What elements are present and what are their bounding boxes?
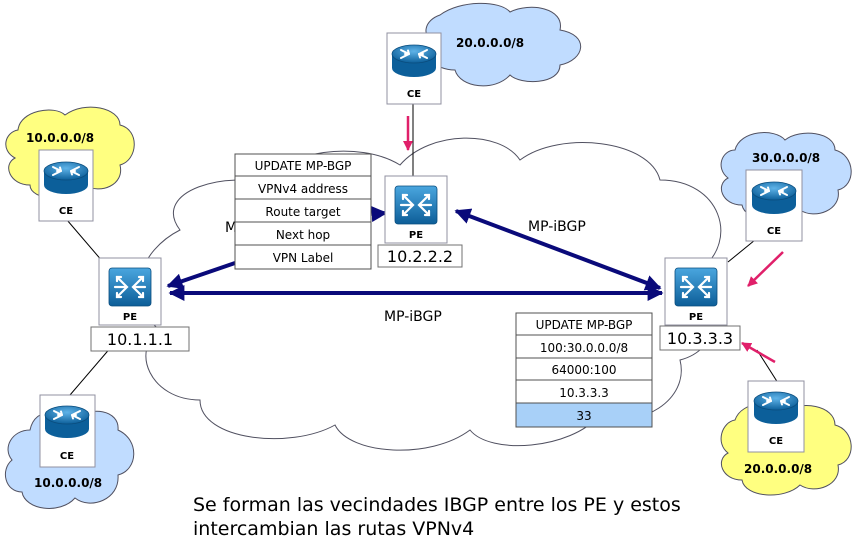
- update-right-row: UPDATE MP-BGP: [536, 318, 633, 332]
- update-left-row: VPNv4 address: [258, 182, 348, 196]
- pe-switch-left: PE 10.1.1.1: [90, 257, 190, 352]
- switch-icon: [393, 184, 439, 226]
- update-left-row: Next hop: [276, 228, 330, 242]
- ce-left-top-network: 10.0.0.0/8: [26, 131, 94, 145]
- route-advert-arrow-right-top: [747, 251, 784, 287]
- ce-top-label: CE: [407, 89, 421, 100]
- pe-left-label: PE: [123, 312, 137, 323]
- route-advert-arrow-right-bottom: [741, 341, 776, 364]
- pe-switch-right: PE 10.3.3.3: [659, 257, 741, 351]
- switch-icon: [673, 266, 719, 308]
- router-icon: [43, 161, 89, 195]
- update-right-row: 100:30.0.0.0/8: [540, 341, 628, 355]
- pe-right-label: PE: [689, 312, 703, 323]
- update-right-row: 33: [576, 409, 591, 423]
- ce-left-bottom-network: 10.0.0.0/8: [34, 476, 102, 490]
- access-link-left-bottom: [69, 345, 113, 396]
- update-left-row: Route target: [265, 205, 340, 219]
- update-table-right: UPDATE MP-BGP 100:30.0.0.0/8 64000:100 1…: [515, 312, 653, 428]
- router-icon: [751, 181, 797, 215]
- ce-right-bottom-label: CE: [769, 436, 783, 447]
- mp-ibgp-label-right: MP-iBGP: [528, 219, 586, 235]
- update-left-row: VPN Label: [273, 251, 334, 265]
- router-icon: [44, 405, 90, 439]
- switch-icon: [107, 266, 153, 308]
- ce-router-left-bottom: CE: [39, 394, 96, 468]
- pe-right-address: 10.3.3.3: [667, 329, 733, 348]
- caption-line: intercambian las rutas VPNv4: [193, 518, 475, 540]
- pe-left-address: 10.1.1.1: [107, 330, 173, 349]
- ce-right-top-network: 30.0.0.0/8: [752, 151, 820, 165]
- update-left-row: UPDATE MP-BGP: [255, 159, 352, 173]
- access-link-right-bottom: [756, 349, 779, 384]
- caption-line: Se forman las vecindades IBGP entre los …: [193, 494, 681, 516]
- ce-router-right-bottom: CE: [747, 380, 805, 453]
- pe-switch-middle: PE 10.2.2.2: [377, 175, 463, 268]
- ce-router-right-top: CE: [745, 169, 803, 242]
- caption: Se forman las vecindades IBGP entre los …: [193, 493, 813, 541]
- update-right-row: 64000:100: [551, 363, 616, 377]
- router-icon: [753, 391, 799, 425]
- mp-ibgp-link-left-middle: [166, 261, 236, 289]
- ce-left-bottom-label: CE: [60, 451, 74, 462]
- mp-ibgp-label-bottom: MP-iBGP: [384, 309, 442, 325]
- ce-right-bottom-network: 20.0.0.0/8: [744, 462, 812, 476]
- ce-router-top: CE: [386, 32, 442, 105]
- ce-right-top-label: CE: [767, 226, 781, 237]
- mp-ibgp-link-left-middle-head: [371, 206, 388, 223]
- pe-middle-label: PE: [409, 230, 423, 241]
- ce-top-network: 20.0.0.0/8: [456, 36, 524, 50]
- pe-middle-address: 10.2.2.2: [387, 247, 453, 266]
- access-link-right-top: [727, 239, 756, 263]
- mp-ibgp-link-middle-right: [454, 208, 662, 291]
- update-table-left: UPDATE MP-BGP VPNv4 address Route target…: [234, 153, 372, 270]
- ce-router-left-top: CE: [38, 149, 94, 222]
- update-right-row: 10.3.3.3: [559, 386, 609, 400]
- mp-ibgp-label-partial: M: [225, 220, 237, 236]
- router-icon: [391, 44, 437, 78]
- ce-left-top-label: CE: [59, 206, 73, 217]
- access-link-left-top: [66, 219, 104, 263]
